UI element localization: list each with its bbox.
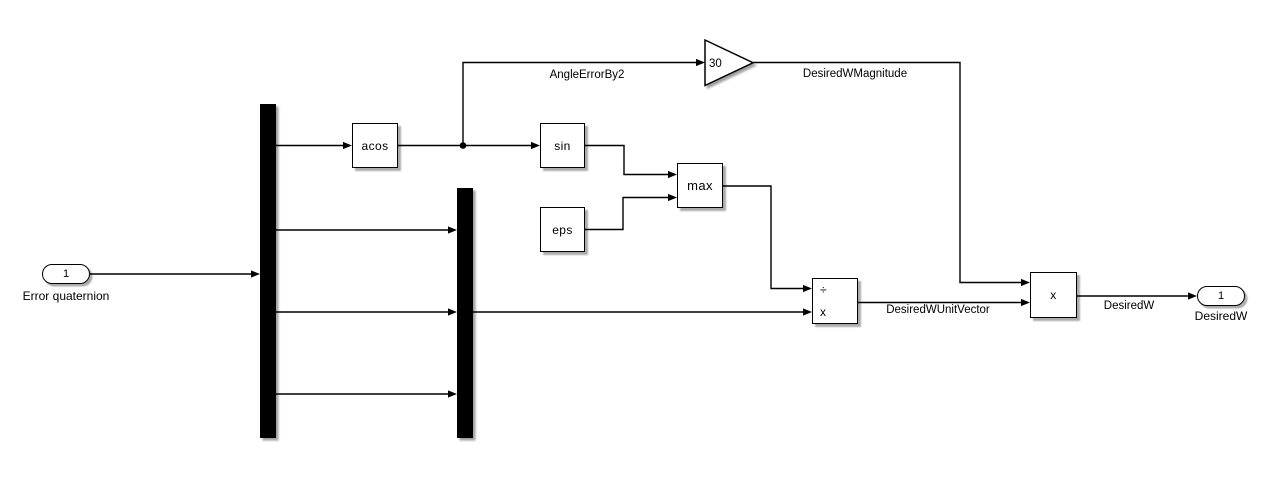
product-block[interactable]: x [1030, 272, 1077, 318]
signal-gain-to-product[interactable] [753, 61, 1030, 287]
eps-label: eps [552, 222, 573, 237]
arrowhead [448, 308, 457, 316]
gain-value: 30 [709, 58, 722, 70]
mux-block[interactable] [457, 188, 473, 438]
divide-block[interactable]: ÷ x [812, 278, 858, 324]
demux-block[interactable] [260, 104, 276, 438]
signal-demux-to-acos[interactable] [276, 141, 352, 150]
product-symbol: x [1050, 288, 1057, 302]
arrowhead [668, 193, 677, 202]
arrowhead [448, 226, 457, 234]
output-port[interactable]: 1 [1197, 286, 1245, 306]
arrowhead [1188, 292, 1197, 300]
arrowhead [251, 270, 260, 278]
max-label: max [687, 178, 713, 193]
signal-inport-to-demux[interactable] [90, 270, 260, 278]
signal-label-desired-w-magnitude[interactable]: DesiredWMagnitude [802, 68, 908, 80]
sin-block[interactable]: sin [540, 123, 585, 168]
arrowhead [1021, 278, 1030, 287]
signal-acos-to-sin[interactable] [398, 141, 540, 150]
acos-label: acos [361, 138, 389, 153]
signal-label-angle-error-by2[interactable]: AngleErrorBy2 [549, 69, 625, 81]
signal-sin-to-max[interactable] [585, 144, 677, 179]
output-port-name[interactable]: DesiredW [1194, 309, 1248, 323]
arrowhead [448, 390, 457, 398]
signal-mux-to-divide[interactable] [473, 308, 812, 316]
arrowhead [803, 284, 812, 293]
divide-bottom-symbol: x [820, 305, 827, 319]
signal-product-to-outport[interactable] [1077, 292, 1197, 300]
input-port-name[interactable]: Error quaternion [22, 289, 110, 303]
signal-eps-to-max[interactable] [585, 193, 677, 231]
signal-max-to-divide[interactable] [723, 185, 812, 293]
signal-demux-to-mux-2[interactable] [276, 308, 457, 316]
arrowhead [343, 141, 352, 150]
sin-label: sin [554, 138, 571, 153]
divide-top-symbol: ÷ [820, 283, 827, 297]
wire-segment [462, 61, 697, 146]
signal-branch-to-gain[interactable] [462, 58, 705, 146]
arrowhead [803, 308, 812, 316]
signal-label-desired-w-unit-vector[interactable]: DesiredWUnitVector [886, 304, 990, 316]
arrowhead [1021, 298, 1030, 307]
eps-block[interactable]: eps [540, 207, 585, 252]
gain-block[interactable]: 30 [704, 38, 755, 87]
arrowhead [696, 58, 705, 67]
signal-demux-to-mux-3[interactable] [276, 390, 457, 398]
input-port-number: 1 [62, 268, 70, 280]
arrowhead [531, 141, 540, 150]
wire-segment [585, 144, 669, 176]
signal-demux-to-mux-1[interactable] [276, 226, 457, 234]
acos-block[interactable]: acos [352, 123, 398, 168]
wire-segment [753, 61, 1022, 284]
wire-segment [723, 185, 804, 290]
wire-segment [585, 196, 669, 231]
output-port-number: 1 [1217, 290, 1225, 302]
gain-triangle [704, 38, 755, 87]
input-port[interactable]: 1 [42, 264, 90, 284]
signal-divide-to-product[interactable] [858, 298, 1030, 307]
signal-label-desired-w[interactable]: DesiredW [1103, 300, 1155, 312]
arrowhead [668, 170, 677, 179]
max-block[interactable]: max [677, 163, 723, 208]
